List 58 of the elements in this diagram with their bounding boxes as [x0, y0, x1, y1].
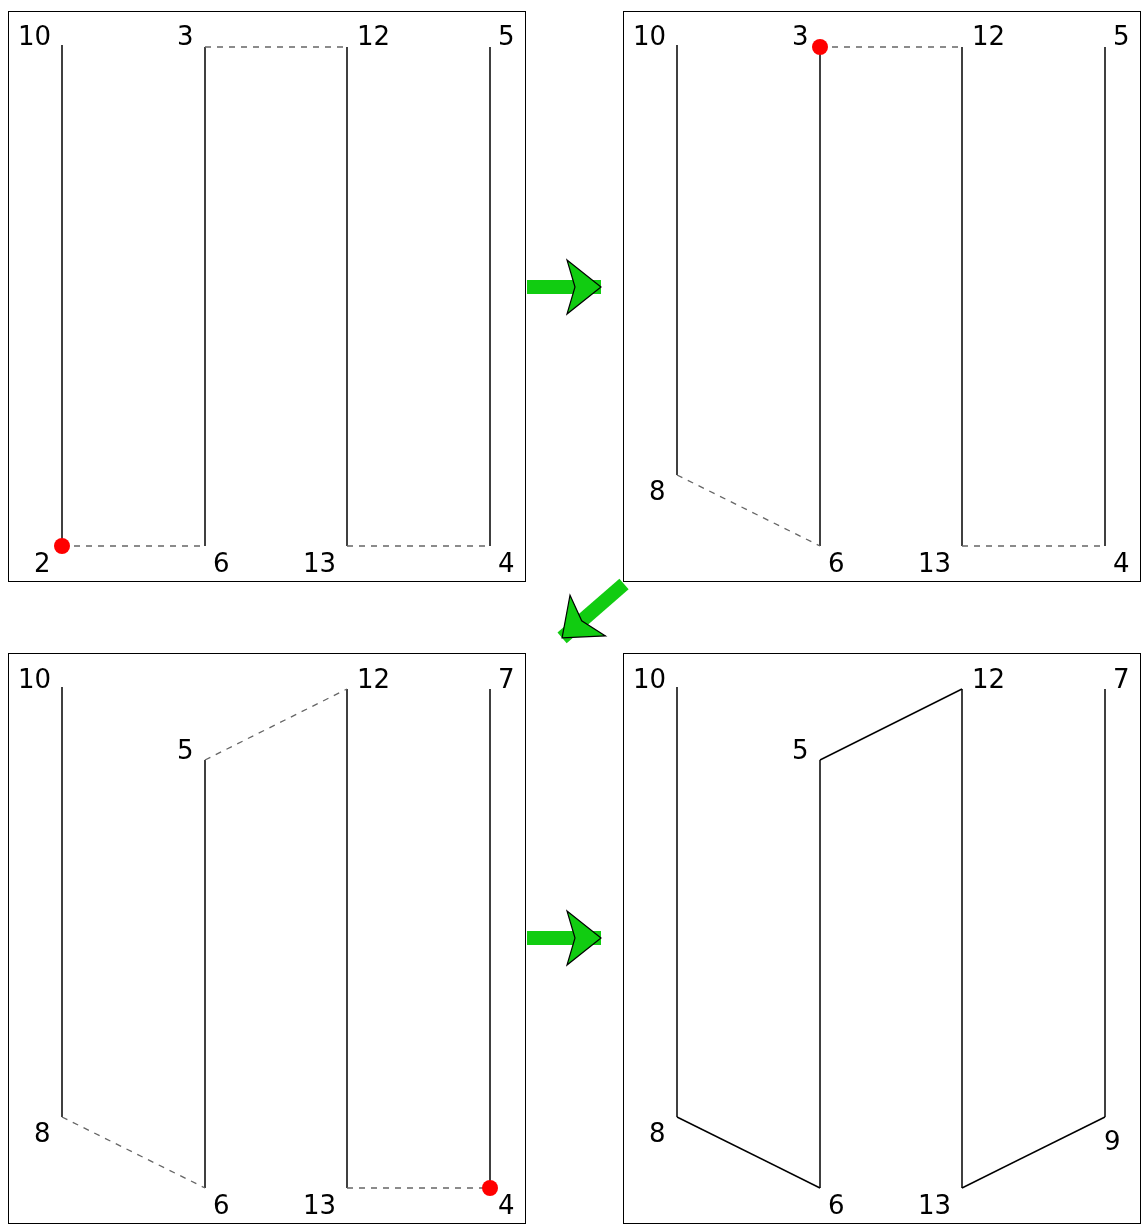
vertex-label: 8	[34, 1116, 62, 1146]
line-segment	[676, 1116, 821, 1189]
line-segment	[1104, 688, 1106, 1118]
vertex-label: 8	[649, 474, 677, 504]
vertex-label: 13	[303, 545, 347, 576]
vertex-label: 9	[1104, 1116, 1121, 1154]
vertex-label: 4	[489, 1187, 515, 1218]
vertex-label: 5	[1104, 22, 1130, 49]
line-segment	[346, 46, 348, 547]
vertex-label: 10	[18, 665, 62, 692]
line-segment	[961, 1116, 1106, 1189]
vertex-label: 10	[18, 22, 62, 49]
vertex-label: 4	[1104, 545, 1130, 576]
block-arrow	[527, 259, 602, 315]
block-arrow	[557, 578, 629, 644]
dashed-line	[204, 688, 348, 761]
vertex-label: 5	[792, 736, 820, 763]
panel-frame	[8, 653, 526, 1224]
vertex-label: 2	[34, 545, 62, 576]
line-segment	[676, 686, 678, 1118]
line-segment	[489, 46, 491, 547]
line-segment	[676, 44, 678, 476]
panel-frame	[623, 11, 1141, 582]
vertex-label: 6	[819, 1187, 845, 1218]
block-arrow	[527, 910, 602, 966]
line-segment	[1104, 46, 1106, 547]
vertex-label: 5	[489, 22, 515, 49]
vertex-label: 7	[1104, 665, 1130, 692]
vertex-label: 13	[918, 1187, 962, 1218]
line-segment	[61, 686, 63, 1118]
vertex-label: 12	[346, 22, 391, 49]
line-segment	[204, 46, 206, 547]
vertex-label: 8	[649, 1116, 677, 1146]
vertex-label: 10	[633, 22, 677, 49]
panel-frame	[8, 11, 526, 582]
vertex-label: 10	[633, 665, 677, 692]
vertex-label: 12	[961, 665, 1006, 692]
vertex-label: 3	[177, 22, 205, 49]
vertex-label: 6	[204, 1187, 230, 1218]
vertex-label: 5	[177, 736, 205, 763]
line-segment	[346, 688, 348, 1189]
dashed-line	[61, 1116, 206, 1189]
line-segment	[961, 688, 963, 1189]
vertex-label: 6	[204, 545, 230, 576]
vertex-label: 7	[489, 665, 515, 692]
vertex-label: 3	[792, 22, 820, 49]
line-segment	[819, 759, 821, 1189]
vertex-label: 4	[489, 545, 515, 576]
vertex-label: 12	[961, 22, 1006, 49]
dashed-line	[676, 474, 821, 547]
vertex-label: 13	[303, 1187, 347, 1218]
vertex-label: 13	[918, 545, 962, 576]
line-segment	[204, 759, 206, 1189]
panel-frame	[623, 653, 1141, 1224]
vertex-label: 6	[819, 545, 845, 576]
vertex-label: 12	[346, 665, 391, 692]
line-segment	[961, 46, 963, 547]
line-segment	[819, 688, 963, 761]
